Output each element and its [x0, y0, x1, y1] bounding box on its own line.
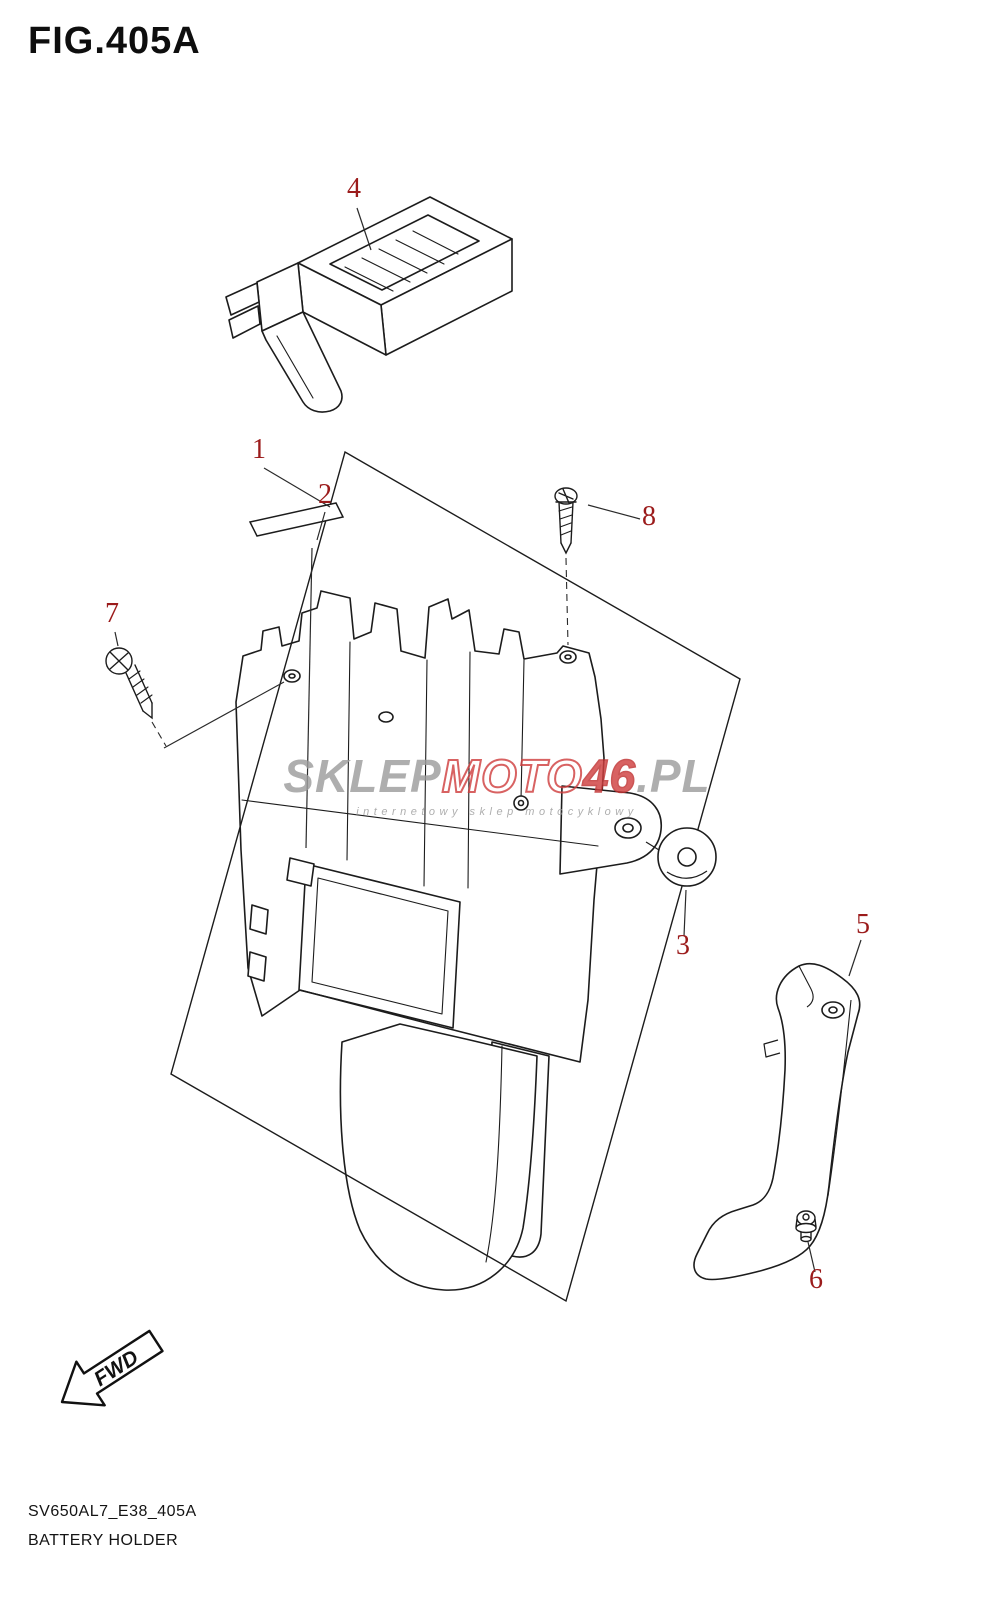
- part-5-side-cover: [693, 962, 861, 1281]
- part-4-holder-bracket: [225, 196, 513, 413]
- figure-name: BATTERY HOLDER: [28, 1532, 179, 1549]
- callout-1: 1: [252, 434, 266, 465]
- callout-6: 6: [809, 1264, 823, 1295]
- assembly-border-box: [170, 450, 741, 1303]
- part-1-battery-holder-body: [235, 590, 662, 1291]
- callout-7: 7: [105, 598, 119, 629]
- part-2-cushion-strip: [248, 502, 345, 537]
- footer: SV650AL7_E38_405A BATTERY HOLDER: [28, 1503, 197, 1550]
- figure-title: FIG.405A: [28, 20, 201, 62]
- part-8-screw: [554, 487, 578, 555]
- callout-2: 2: [318, 479, 332, 510]
- part-6-bolt: [795, 1210, 817, 1243]
- callout-8: 8: [642, 501, 656, 532]
- callout-3: 3: [676, 930, 690, 961]
- callout-5: 5: [856, 909, 870, 940]
- callout-4: 4: [347, 173, 361, 204]
- figure-code: SV650AL7_E38_405A: [28, 1503, 197, 1520]
- leader-lines: [114, 207, 862, 1273]
- part-3-grommet: [645, 827, 717, 887]
- part-7-screw: [105, 647, 153, 720]
- fwd-arrow: FWD: [60, 1329, 164, 1407]
- center-lines: [151, 557, 569, 747]
